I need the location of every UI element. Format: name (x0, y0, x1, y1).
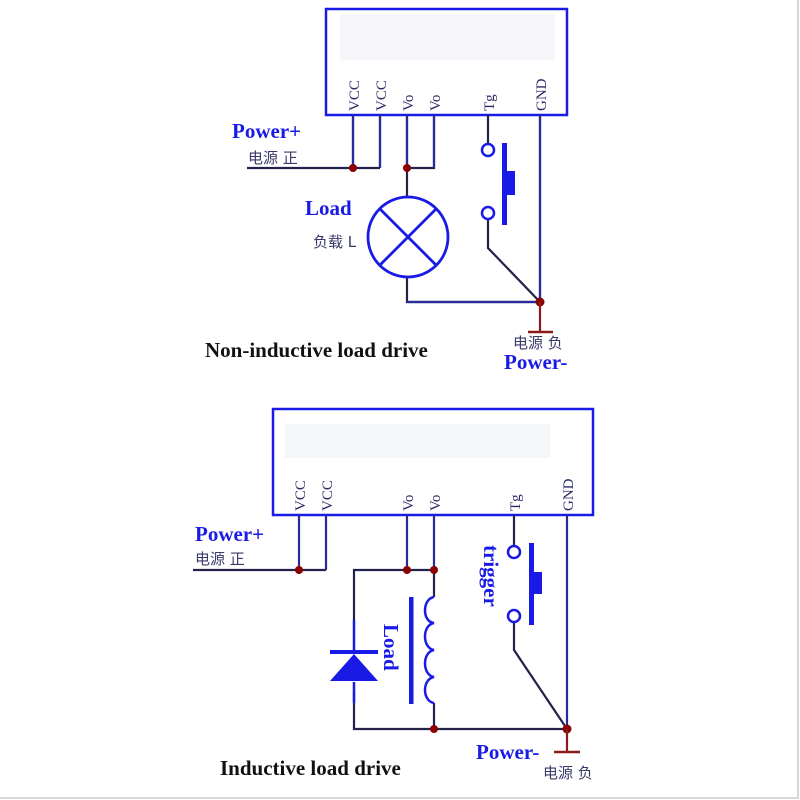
junction-dot (430, 725, 438, 733)
junction-dot (295, 566, 303, 574)
junction-dot (403, 164, 411, 172)
power-minus-label-cn: 电源 负 (543, 764, 593, 782)
junction-dot (349, 164, 357, 172)
diagram-non-inductive: VCC VCC Vo Vo Tg GND (205, 7, 569, 374)
pin-label-vcc-2: VCC (374, 80, 390, 111)
power-minus-label-cn: 电源 负 (513, 334, 563, 352)
push-button-switch-icon (506, 543, 542, 625)
diagram-title: Non-inductive load drive (205, 338, 428, 362)
pin-label-gnd: GND (534, 78, 550, 111)
power-plus-label: Power+ (195, 522, 264, 546)
inductor-icon (409, 595, 435, 705)
pin-label-vo-2: Vo (428, 95, 444, 111)
pin-label-gnd: GND (561, 478, 577, 511)
power-minus-label: Power- (504, 350, 567, 374)
power-minus-label: Power- (476, 740, 539, 764)
push-button-switch-icon (480, 142, 515, 225)
junction-dot (403, 566, 411, 574)
load-label: Load (379, 624, 403, 671)
pin-label-tg: Tg (508, 494, 524, 511)
lamp-icon (366, 195, 450, 279)
pin-label-vcc-1: VCC (347, 80, 363, 111)
trigger-label: trigger (479, 545, 503, 607)
power-plus-label: Power+ (232, 119, 301, 143)
load-label: Load (305, 196, 352, 220)
pin-label-vo-1: Vo (401, 95, 417, 111)
ground-symbol-icon (554, 729, 580, 754)
pin-label-vcc-2: VCC (320, 480, 336, 511)
diagram-title: Inductive load drive (220, 756, 401, 780)
pin-label-vo-2: Vo (428, 495, 444, 511)
diode-icon (330, 620, 378, 703)
junction-dot (430, 566, 438, 574)
ground-symbol-icon (528, 302, 553, 334)
module-label-area (285, 424, 550, 458)
module-label-area (340, 14, 555, 60)
power-plus-label-cn: 电源 正 (195, 550, 245, 568)
diagram-inductive: VCC VCC Vo Vo Tg GND (193, 407, 595, 782)
pin-label-vcc-1: VCC (293, 480, 309, 511)
pin-label-tg: Tg (482, 94, 498, 111)
load-label-cn: 负载 L (313, 233, 357, 251)
pin-label-vo-1: Vo (401, 495, 417, 511)
power-plus-label-cn: 电源 正 (248, 149, 298, 167)
